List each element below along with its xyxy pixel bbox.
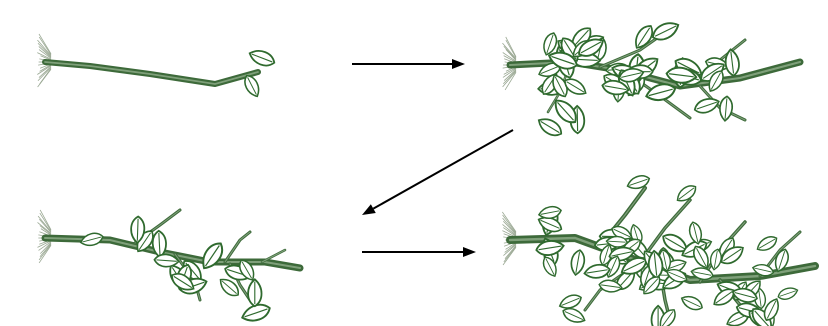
leaf — [626, 173, 652, 191]
leaf — [198, 239, 227, 272]
arrow-shaft — [373, 130, 513, 209]
arrow-stage-1-to-2 — [352, 59, 465, 69]
leaf — [693, 95, 721, 115]
arrow-stage-3-to-4 — [362, 247, 476, 257]
leaf — [755, 233, 780, 254]
leaf — [535, 115, 564, 140]
arrow-head-icon — [452, 59, 465, 69]
arrow-stage-2-to-3 — [362, 130, 513, 215]
leaf — [247, 47, 276, 69]
leaf — [79, 231, 104, 248]
stage-3-panel — [37, 210, 300, 325]
arrow-head-icon — [463, 247, 476, 257]
bark-fiber — [39, 245, 51, 263]
stage-arrows — [352, 59, 513, 257]
bark-fiber — [38, 69, 51, 87]
leaf — [777, 285, 800, 301]
bark-fiber — [39, 244, 51, 259]
arrow-head-icon — [362, 204, 376, 215]
leaf — [679, 293, 704, 313]
leaf — [569, 249, 586, 276]
stage-2-panel — [502, 19, 800, 140]
side-branch — [225, 232, 250, 262]
stage-4-panel — [502, 173, 815, 326]
stage-1-panel — [37, 34, 276, 99]
leaf — [719, 96, 733, 121]
leaf — [248, 279, 261, 306]
leaf — [724, 49, 740, 77]
